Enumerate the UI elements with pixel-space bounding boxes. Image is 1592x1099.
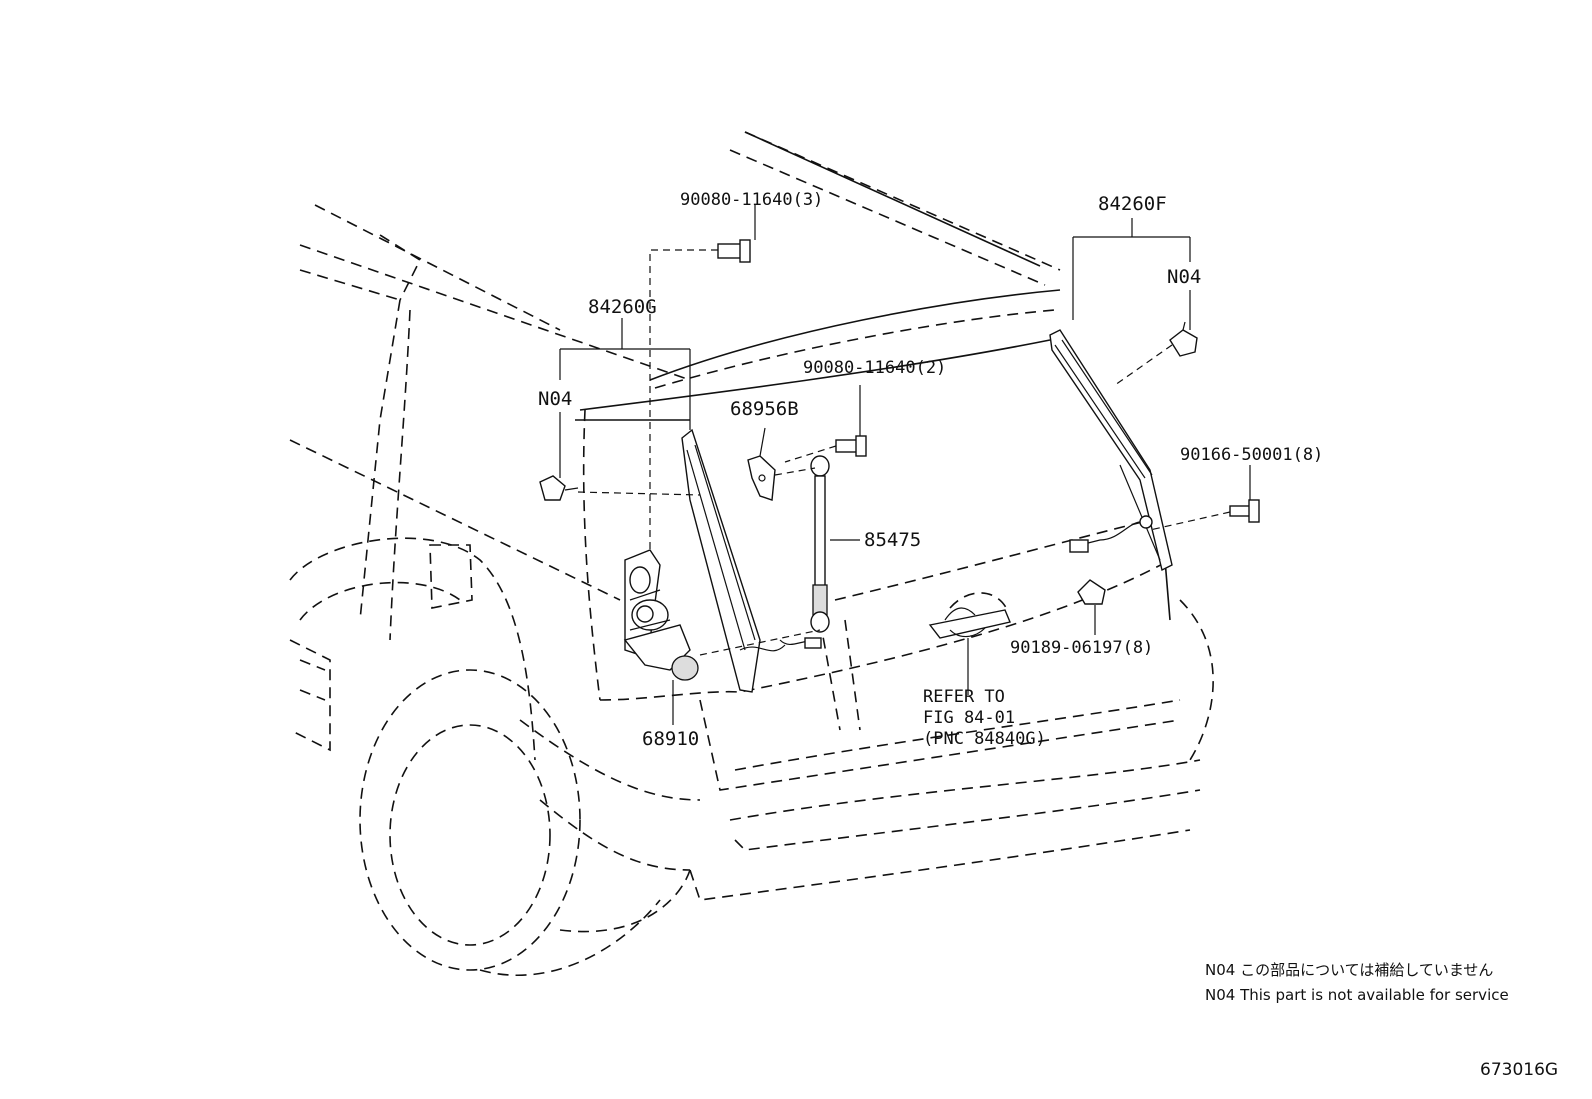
- back-door-hinge-right: [1049, 329, 1173, 572]
- label-n04-right: N04: [1167, 266, 1201, 288]
- clip-lower-right: [1077, 579, 1106, 605]
- clip-n04-left: [539, 475, 579, 501]
- door-motor: [623, 549, 786, 681]
- label-n04-left: N04: [538, 388, 572, 410]
- label-refer-3: (PNC 84840G): [923, 729, 1046, 749]
- label-screw: 90166-50001(8): [1180, 445, 1323, 465]
- vehicle-body-outline: [289, 131, 1214, 976]
- back-door-stay: [779, 455, 830, 649]
- label-bracket: 68956B: [730, 398, 799, 420]
- screw-right: [1229, 499, 1260, 523]
- label-bolt-top: 90080-11640(3): [680, 190, 823, 210]
- clip-n04-right: [1169, 321, 1198, 357]
- note-english: N04 This part is not available for servi…: [1205, 986, 1509, 1004]
- label-motor: 68910: [642, 728, 699, 750]
- bolt-mid: [835, 435, 867, 457]
- label-stay: 85475: [864, 529, 921, 551]
- part-labels: 90080-11640(3) 84260G N04 68956B 90080-1…: [538, 190, 1323, 750]
- label-bolt-mid: 90080-11640(2): [803, 358, 946, 378]
- label-refer-2: FIG 84-01: [923, 708, 1015, 728]
- label-hinge-left: 84260G: [588, 296, 657, 318]
- back-door-hinge-left: [681, 428, 761, 693]
- figure-code: 673016G: [1480, 1060, 1558, 1080]
- label-clip: 90189-06197(8): [1010, 638, 1153, 658]
- notes: N04 この部品については補給していません N04 This part is n…: [1205, 961, 1558, 1080]
- wire-harness-right: [1069, 515, 1153, 553]
- note-japanese: N04 この部品については補給していません: [1205, 961, 1493, 979]
- bolt-top: [717, 239, 751, 263]
- back-door-handle-ref: [928, 592, 1011, 639]
- label-hinge-right: 84260F: [1098, 193, 1167, 215]
- label-refer-1: REFER TO: [923, 687, 1005, 707]
- leader-lines: [559, 205, 1251, 725]
- stay-bracket: [747, 455, 776, 501]
